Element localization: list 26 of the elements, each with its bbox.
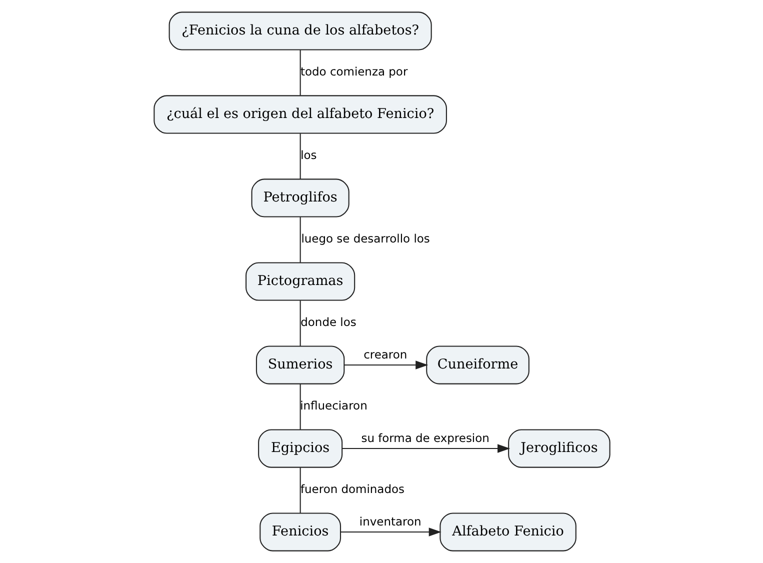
arrow bbox=[344, 360, 428, 370]
connector bbox=[299, 300, 300, 346]
node-box: Jeroglificos bbox=[508, 429, 610, 468]
connector bbox=[299, 384, 300, 430]
node-box: Petroglifos bbox=[250, 178, 349, 218]
edge-label: los bbox=[300, 148, 316, 162]
node-box: Alfabeto Fenicio bbox=[439, 512, 576, 552]
connector bbox=[299, 468, 300, 513]
node-box: Egipcios bbox=[258, 429, 342, 468]
arrow bbox=[342, 444, 510, 453]
edge-label: inventaron bbox=[358, 514, 421, 529]
connector bbox=[299, 134, 300, 179]
edge-label: influeciaron bbox=[300, 398, 367, 413]
node-box: Fenicios bbox=[259, 512, 341, 552]
connector bbox=[299, 217, 300, 262]
node-box: ¿Fenicios la cuna de los alfabetos? bbox=[168, 12, 432, 50]
edge-label: crearon bbox=[363, 348, 407, 362]
node-box: Sumerios bbox=[255, 346, 344, 384]
edge-label: su forma de expresion bbox=[360, 431, 489, 446]
edge-label: luego se desarrollo los bbox=[300, 232, 430, 246]
arrow bbox=[340, 528, 441, 536]
edge-label: donde los bbox=[300, 315, 356, 330]
connector bbox=[299, 50, 300, 96]
node-box: ¿cuál el es origen del alfabeto Fenicio? bbox=[153, 95, 446, 134]
node-box: Cuneiforme bbox=[426, 346, 529, 384]
node-box: Pictogramas bbox=[245, 262, 355, 301]
